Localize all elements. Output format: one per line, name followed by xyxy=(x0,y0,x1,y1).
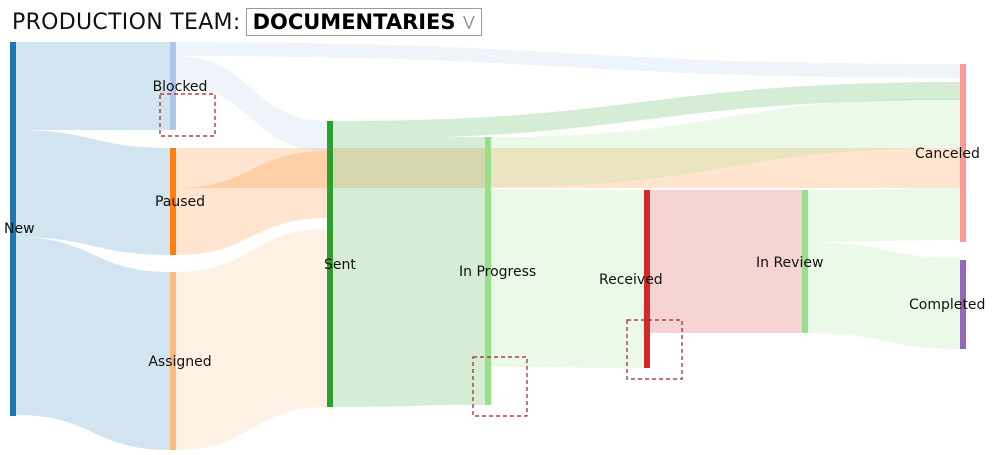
node-label-sent: Sent xyxy=(324,257,356,273)
highlight-box-2 xyxy=(472,356,528,417)
node-label-canceled: Canceled xyxy=(915,146,980,162)
chevron-down-icon: ⋁ xyxy=(463,14,475,30)
link-received-inreview[interactable] xyxy=(650,190,802,333)
node-received[interactable] xyxy=(644,190,650,368)
node-new[interactable] xyxy=(10,42,16,416)
link-new-blocked[interactable] xyxy=(16,42,170,130)
node-sent[interactable] xyxy=(327,121,333,407)
link-blocked-canceled[interactable] xyxy=(176,42,960,78)
node-assigned[interactable] xyxy=(170,272,176,450)
node-canceled[interactable] xyxy=(960,64,966,242)
link-sent-canceled[interactable] xyxy=(333,82,960,139)
node-paused[interactable] xyxy=(170,148,176,255)
link-inreview-canceled[interactable] xyxy=(808,188,960,242)
link-blocked-sent[interactable] xyxy=(176,56,327,151)
link-sent-inprogress[interactable] xyxy=(333,137,485,407)
link-new-assigned[interactable] xyxy=(16,237,170,450)
highlight-box-3 xyxy=(626,319,683,380)
link-new-paused[interactable] xyxy=(16,130,170,255)
node-label-completed: Completed xyxy=(909,297,985,313)
links xyxy=(16,42,960,450)
link-inprogress-received[interactable] xyxy=(491,189,644,368)
team-label: PRODUCTION TEAM: xyxy=(12,9,241,35)
header: PRODUCTION TEAM: DOCUMENTARIES ⋁ xyxy=(12,6,482,38)
node-inreview[interactable] xyxy=(802,190,808,333)
node-label-paused: Paused xyxy=(155,194,205,210)
team-select[interactable]: DOCUMENTARIES ⋁ xyxy=(245,8,482,36)
node-blocked[interactable] xyxy=(170,42,176,130)
link-assigned-sent[interactable] xyxy=(176,229,327,450)
link-paused-canceled[interactable] xyxy=(176,148,960,188)
link-inreview-completed[interactable] xyxy=(808,242,960,349)
node-inprogress[interactable] xyxy=(485,137,491,405)
link-paused-sent[interactable] xyxy=(176,151,327,255)
link-inprogress-canceled[interactable] xyxy=(491,98,960,187)
node-label-blocked: Blocked xyxy=(153,79,208,95)
node-label-new: New xyxy=(4,221,35,237)
team-select-value: DOCUMENTARIES xyxy=(252,10,456,34)
node-label-assigned: Assigned xyxy=(148,354,211,370)
node-label-inprogress: In Progress xyxy=(459,264,536,280)
node-completed[interactable] xyxy=(960,260,966,349)
node-label-inreview: In Review xyxy=(756,255,823,271)
node-label-received: Received xyxy=(599,272,663,288)
